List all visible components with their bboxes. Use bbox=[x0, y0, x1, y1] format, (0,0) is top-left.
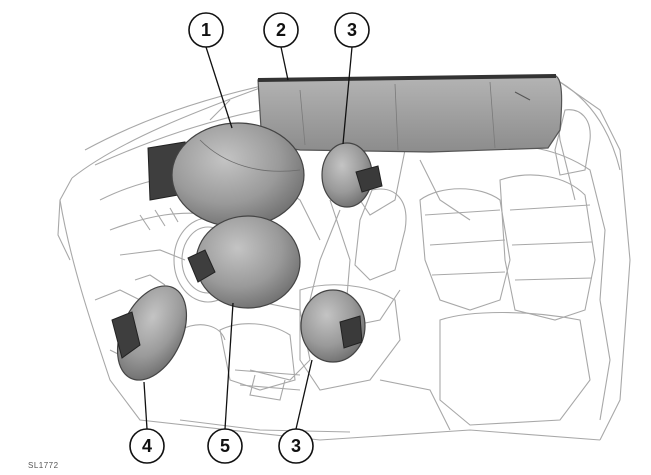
svg-text:4: 4 bbox=[142, 436, 152, 456]
rear-side-airbag bbox=[300, 289, 366, 363]
svg-text:5: 5 bbox=[220, 436, 230, 456]
driver-front-airbag bbox=[187, 215, 301, 309]
figure-code: SL1772 bbox=[28, 461, 59, 470]
callout-4: 4 bbox=[129, 428, 165, 464]
vehicle-cabin-outline bbox=[57, 81, 631, 441]
passenger-front-airbag bbox=[147, 122, 305, 228]
svg-text:1: 1 bbox=[201, 20, 211, 40]
callout-3-upper: 3 bbox=[334, 12, 370, 48]
svg-text:2: 2 bbox=[276, 20, 286, 40]
front-side-airbag bbox=[321, 142, 383, 208]
svg-text:3: 3 bbox=[291, 436, 301, 456]
knee-airbag bbox=[111, 285, 188, 381]
leader-lines bbox=[143, 46, 353, 430]
svg-text:3: 3 bbox=[347, 20, 357, 40]
callout-5: 5 bbox=[207, 428, 243, 464]
curtain-airbag bbox=[257, 74, 563, 153]
callout-1: 1 bbox=[188, 12, 224, 48]
callout-2: 2 bbox=[263, 12, 299, 48]
callout-3-lower: 3 bbox=[278, 428, 314, 464]
